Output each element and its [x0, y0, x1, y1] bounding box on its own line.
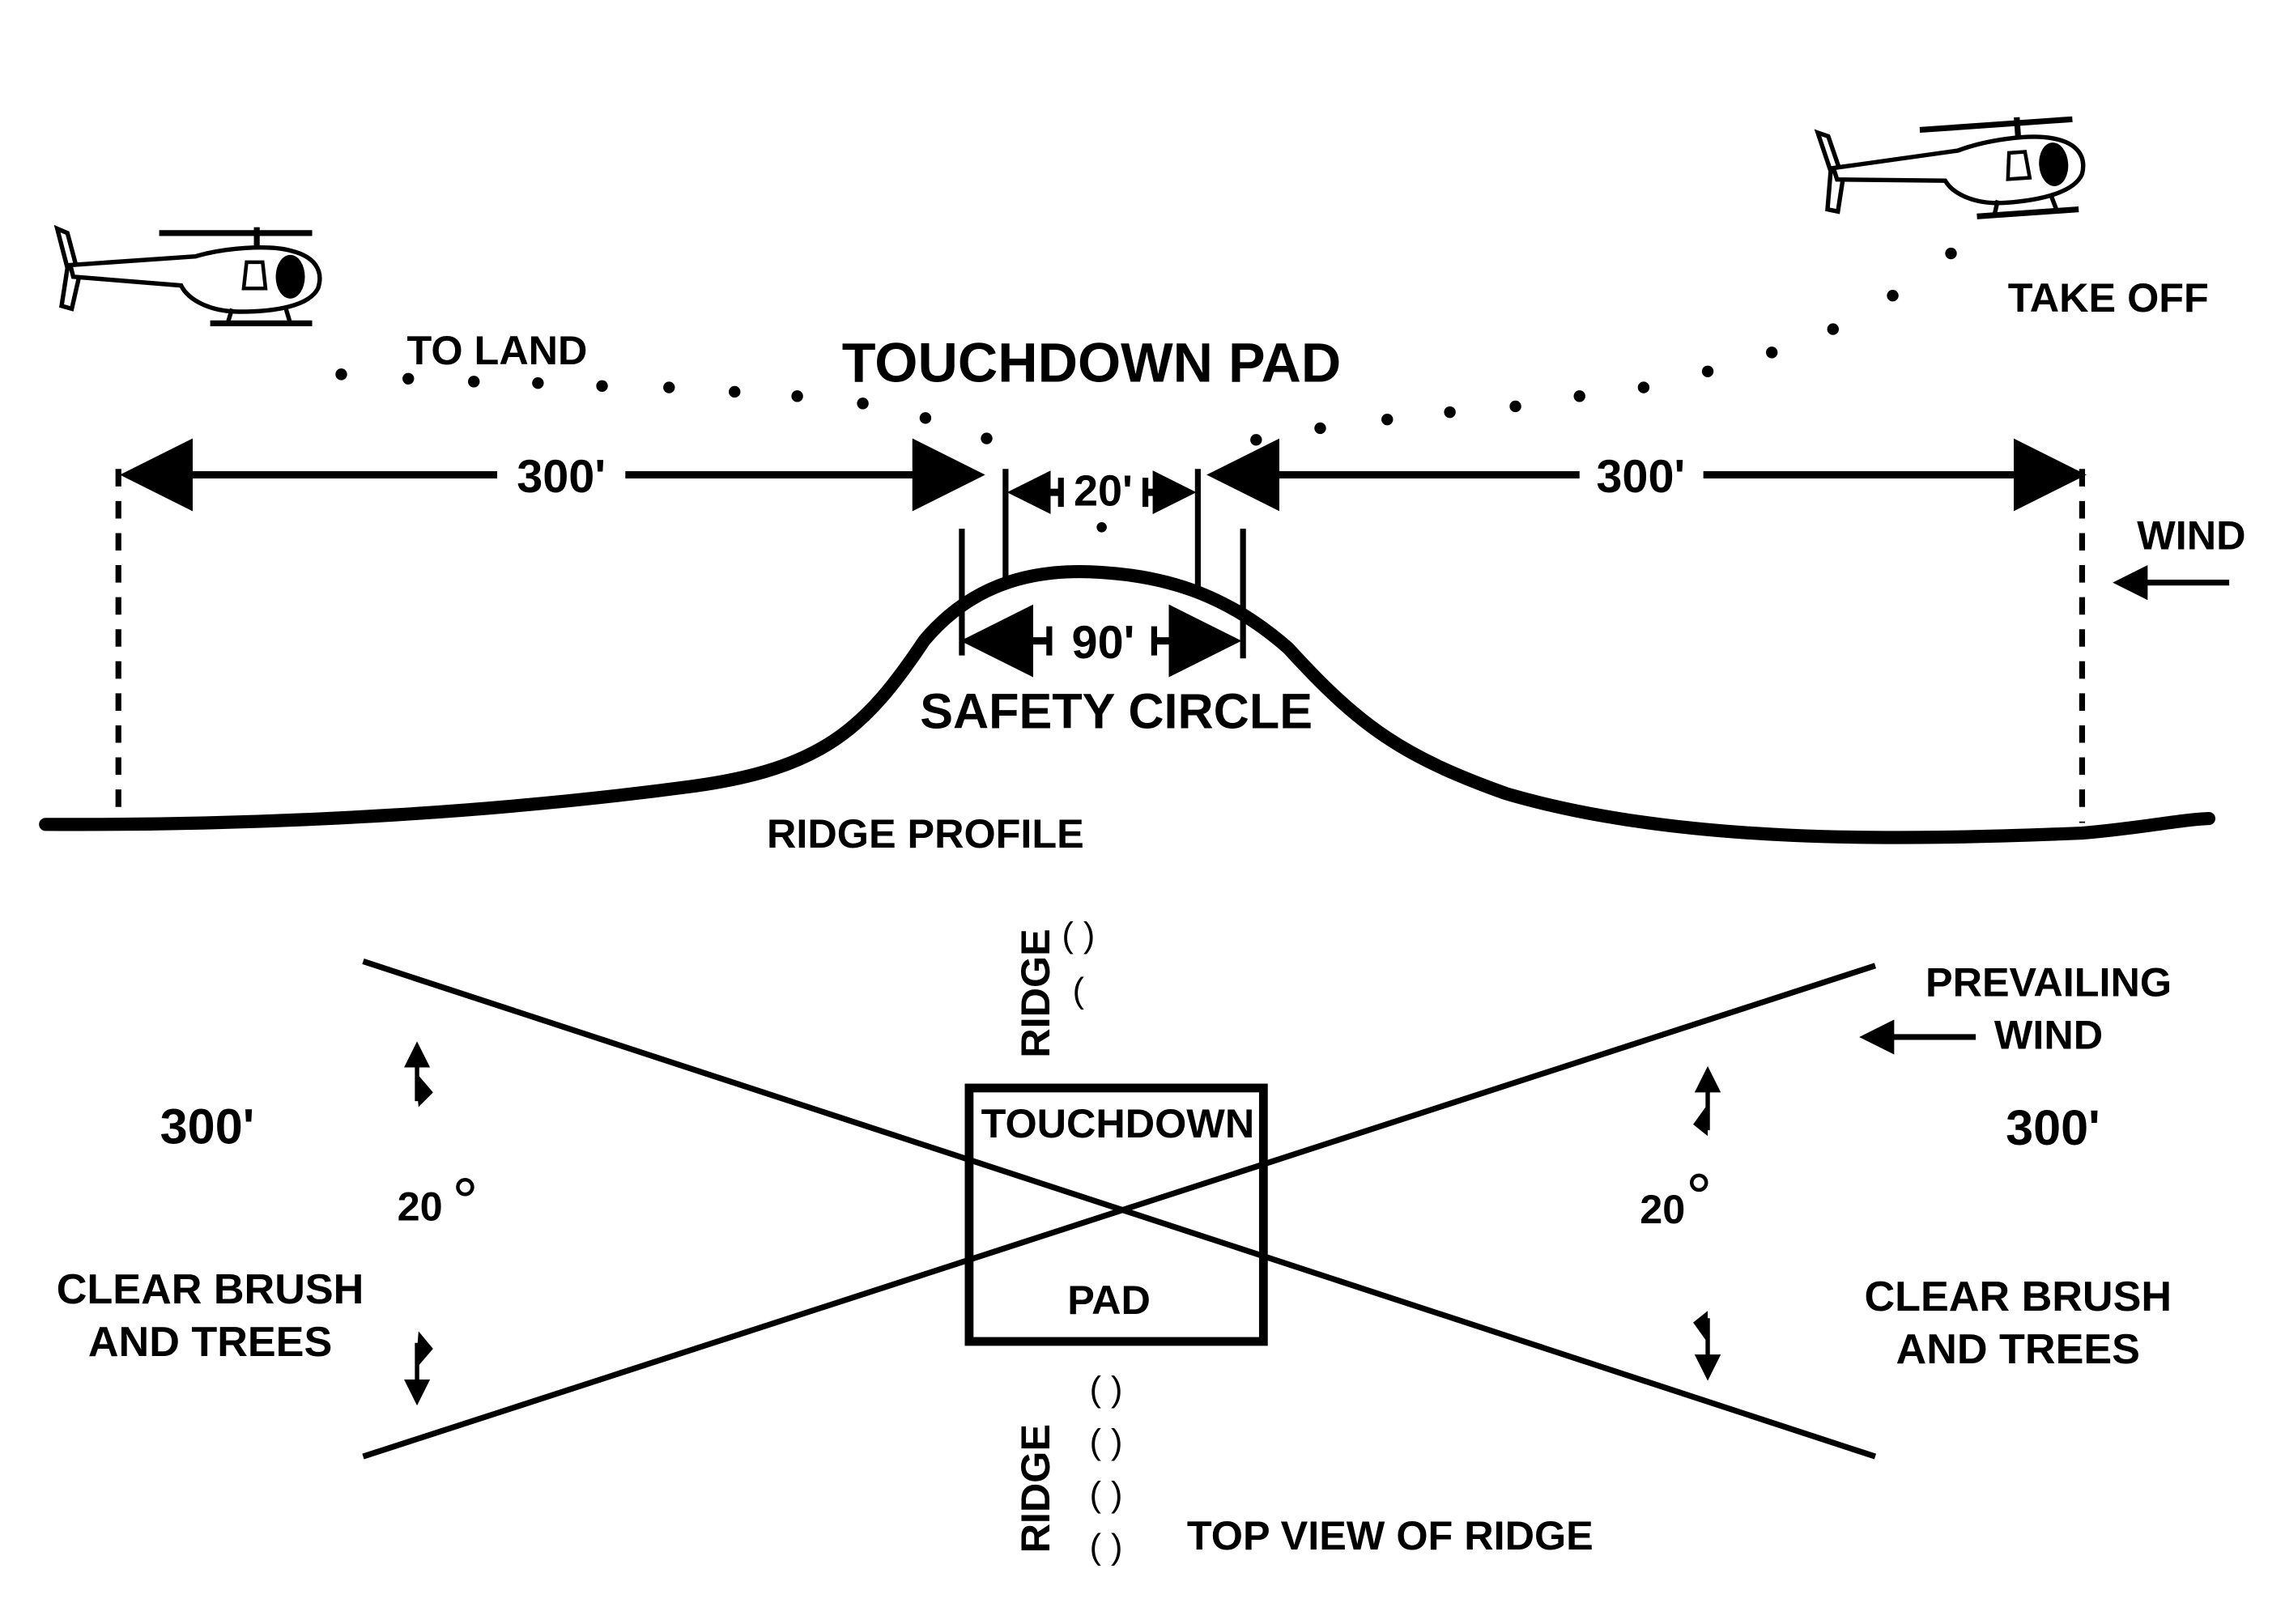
ridge-profile-line	[39, 564, 2216, 844]
pad-width-label: 20'	[1074, 466, 1133, 515]
clear-right-line1: CLEAR BRUSH	[1864, 1273, 2172, 1320]
right-300-top-label: 300'	[2006, 1100, 2100, 1155]
ridge-bottom-marks: ( ) ( ) ( ) ( )	[1090, 1371, 1123, 1567]
right-300-label: 300'	[1596, 451, 1685, 503]
right-angle-label: 20	[1640, 1186, 1685, 1232]
clear-left-line1: CLEAR BRUSH	[57, 1266, 364, 1313]
touchdown-pad-box	[964, 1083, 1268, 1346]
left-angle-arrows	[403, 1041, 433, 1406]
prevailing-label: PREVAILING	[1925, 959, 2172, 1005]
svg-text:( ): ( )	[1090, 1528, 1123, 1567]
approach-flight-path	[335, 368, 993, 444]
prevailing-wind-label: WIND	[1994, 1011, 2103, 1057]
take-off-label: TAKE OFF	[2008, 274, 2209, 321]
right-degree-icon	[1690, 1173, 1708, 1192]
ridge-bottom-label: RIDGE	[1012, 1424, 1058, 1553]
left-300-top-label: 300'	[160, 1099, 255, 1154]
to-land-label: TO LAND	[407, 327, 588, 373]
ridge-profile-label: RIDGE PROFILE	[767, 810, 1084, 857]
wind-label: WIND	[2137, 512, 2245, 558]
svg-text:( ): ( )	[1090, 1475, 1123, 1514]
ridge-top-marks: ( ) (	[1062, 916, 1095, 1010]
circle-width-label: 90'	[1072, 617, 1135, 669]
ridge-top-label: RIDGE	[1012, 929, 1058, 1057]
svg-text:( ): ( )	[1062, 916, 1095, 954]
svg-text:(: (	[1073, 971, 1085, 1010]
top-view-title: TOP VIEW OF RIDGE	[1187, 1512, 1594, 1558]
touchdown-pad-label: TOUCHDOWN PAD	[842, 332, 1341, 393]
circle-width-dimension	[959, 529, 1246, 678]
pad-box-label: PAD	[1067, 1277, 1151, 1323]
clear-left-line2: AND TREES	[88, 1319, 332, 1366]
helicopter-takeoff-icon	[1818, 113, 2087, 227]
left-300-label: 300'	[517, 451, 606, 503]
left-angle-label: 20	[398, 1184, 443, 1230]
clear-right-line2: AND TREES	[1896, 1326, 2140, 1373]
departure-flight-path	[1250, 247, 1957, 446]
svg-text:( ): ( )	[1090, 1423, 1123, 1462]
pad-width-dimension	[1002, 469, 1201, 590]
right-angle-arrows	[1693, 1065, 1721, 1381]
touchdown-box-label: TOUCHDOWN	[981, 1100, 1255, 1146]
approach-sector-lines	[362, 958, 1877, 1460]
svg-text:( ): ( )	[1090, 1371, 1123, 1409]
safety-circle-label: SAFETY CIRCLE	[920, 684, 1313, 739]
left-degree-icon	[456, 1178, 474, 1197]
helicopter-landing-icon	[57, 227, 320, 324]
